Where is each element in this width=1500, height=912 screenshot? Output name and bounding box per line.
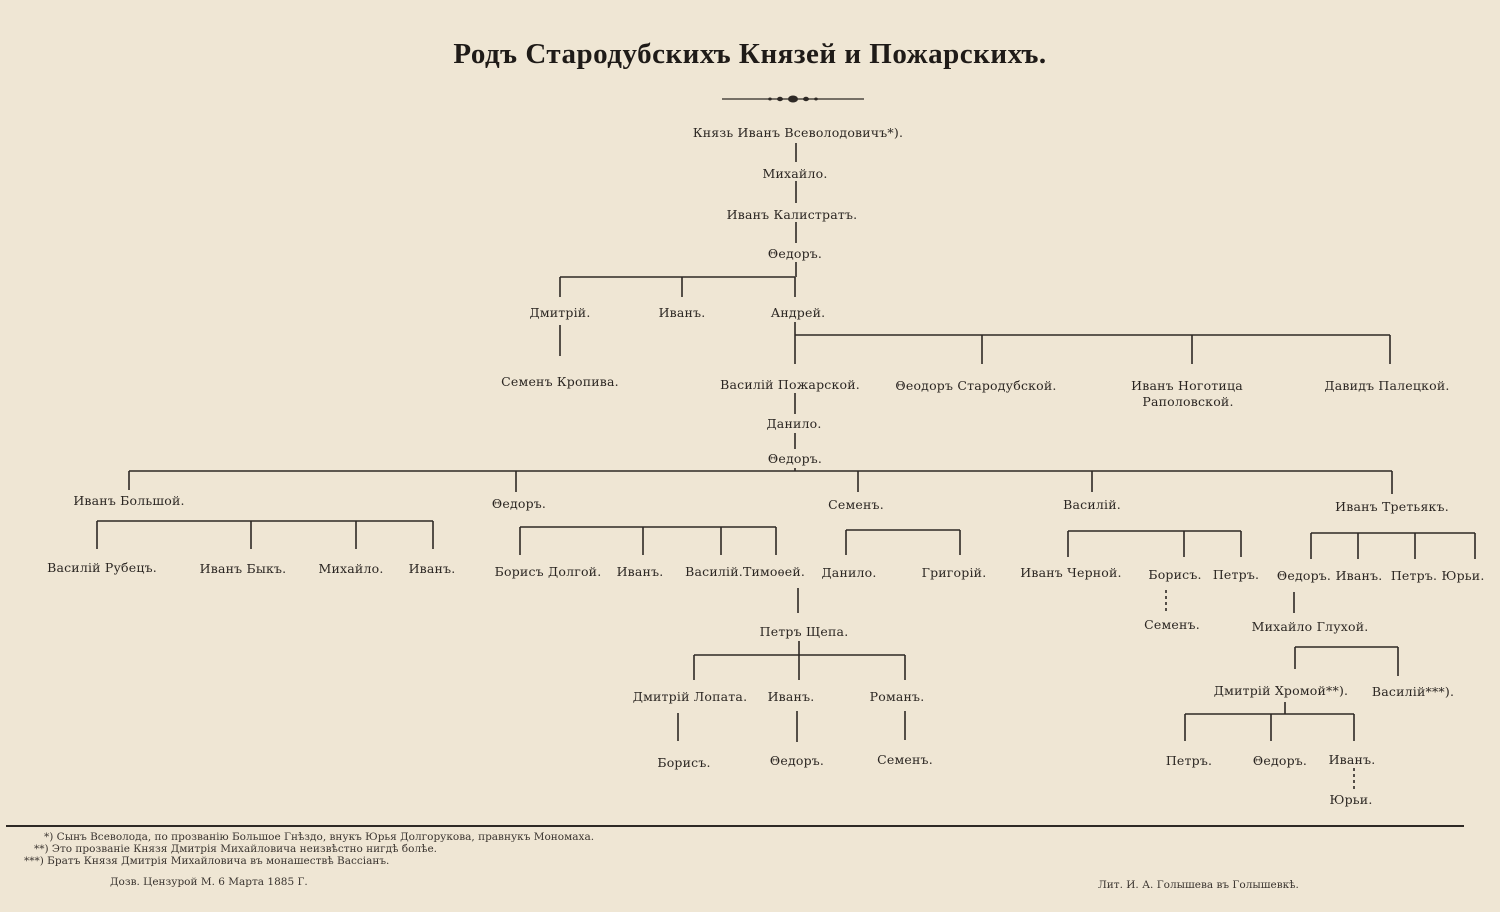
person-roman: Романъ. xyxy=(869,689,925,704)
person-fedor: Θедоръ. xyxy=(1276,568,1332,583)
title-ornament xyxy=(722,95,864,103)
person-andrey: Андрей. xyxy=(770,305,826,320)
person-mikhailo: Михайло. xyxy=(762,166,828,181)
person-fedor: Θедоръ. xyxy=(1252,753,1308,768)
person-danilo: Данило. xyxy=(821,565,877,580)
person-ivan: Иванъ. xyxy=(767,689,815,704)
person-semen-kropiva: Семенъ Кропива. xyxy=(501,374,619,389)
printer-note: Лит. И. А. Голышева въ Голышевкѣ. xyxy=(1098,879,1299,891)
person-boris: Борисъ. xyxy=(1148,567,1202,582)
person-ivan-bolshoy: Иванъ Большой. xyxy=(73,493,185,508)
person-semen: Семенъ. xyxy=(828,497,884,512)
person-david-paletskoy: Давидъ Палецкой. xyxy=(1324,378,1450,393)
person-vasiliy-pozharskoy: Василій Пожарской. xyxy=(720,377,860,392)
person-fedor-starodubskoy: Θеодоръ Стародубской. xyxy=(895,378,1057,393)
person-timofey: Тимоѳей. xyxy=(742,564,806,579)
person-vasiliy: Василій. xyxy=(685,564,743,579)
person-yuriy: Юрьи. xyxy=(1329,792,1373,807)
person-semen: Семенъ. xyxy=(877,752,933,767)
person-ivan-chernoy: Иванъ Черной. xyxy=(1020,565,1122,580)
footnote-2: **) Это прозваніе Князя Дмитрія Михайлов… xyxy=(34,843,437,855)
person-grigoriy: Григорій. xyxy=(921,565,987,580)
person-fedor: Θедоръ. xyxy=(767,451,823,466)
person-mikhailo-glukhoy: Михайло Глухой. xyxy=(1251,619,1369,634)
footer-rule xyxy=(6,825,1464,827)
person-petr: Петръ. xyxy=(1212,567,1260,582)
person-petr: Петръ. xyxy=(1165,753,1213,768)
person-boris: Борисъ. xyxy=(657,755,711,770)
person-semen: Семенъ. xyxy=(1144,617,1200,632)
person-ivan-nogotkov: Иванъ Ноготица xyxy=(1131,378,1243,393)
page-title: Родъ Стародубскихъ Князей и Пожарскихъ. xyxy=(453,38,1047,70)
person-ivan-nogotkov-suffix: Раполовской. xyxy=(1142,394,1234,409)
person-vasiliy: Василій***). xyxy=(1371,684,1455,699)
person-fedor: Θедоръ. xyxy=(769,753,825,768)
person-ivan-byk: Иванъ Быкъ. xyxy=(199,561,287,576)
person-ivan-vsevolodovich: Князь Иванъ Всеволодовичъ*). xyxy=(692,125,904,140)
person-ivan: Иванъ. xyxy=(1335,568,1383,583)
person-yuriy: Юрьи. xyxy=(1441,568,1485,583)
person-danilo: Данило. xyxy=(766,416,822,431)
person-dmitriy-khromoy: Дмитрій Хромой**). xyxy=(1213,683,1349,698)
person-ivan: Иванъ. xyxy=(1328,752,1376,767)
person-ivan: Иванъ. xyxy=(658,305,706,320)
person-petr-shchepa: Петръ Щепа. xyxy=(759,624,849,639)
person-vasiliy-rubets: Василій Рубецъ. xyxy=(47,560,157,575)
censor-note: Дозв. Цензурой М. 6 Марта 1885 Г. xyxy=(110,876,308,888)
person-ivan: Иванъ. xyxy=(408,561,456,576)
person-petr: Петръ. xyxy=(1390,568,1438,583)
person-ivan-kalistrat: Иванъ Калистратъ. xyxy=(726,207,858,222)
footnote-1: *) Сынъ Всеволода, по прозванію Большое … xyxy=(44,831,595,843)
person-fedor: Θедоръ. xyxy=(491,496,547,511)
person-boris-dolgoy: Борисъ Долгой. xyxy=(494,564,602,579)
person-dmitriy: Дмитрій. xyxy=(529,305,591,320)
footnote-3: ***) Братъ Князя Дмитрія Михайловича въ … xyxy=(24,855,390,867)
person-ivan: Иванъ. xyxy=(616,564,664,579)
person-mikhailo: Михайло. xyxy=(318,561,384,576)
person-fedor: Θедоръ. xyxy=(767,246,823,261)
person-vasiliy: Василій. xyxy=(1063,497,1121,512)
person-ivan-tretyak: Иванъ Третьякъ. xyxy=(1335,499,1449,514)
person-dmitriy-lopata: Дмитрій Лопата. xyxy=(632,689,748,704)
